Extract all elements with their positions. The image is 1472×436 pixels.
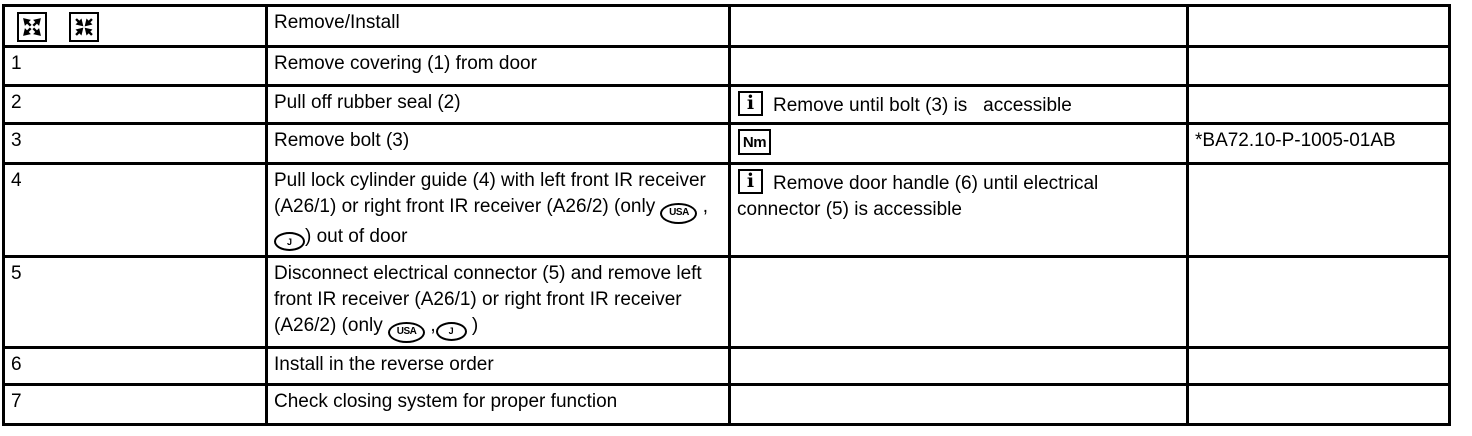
info-icon: i xyxy=(738,169,763,194)
header-icons-cell xyxy=(2,4,268,48)
table-row: 4 Pull lock cylinder guide (4) with left… xyxy=(2,162,1451,258)
table-row: 5 Disconnect electrical connector (5) an… xyxy=(2,255,1451,349)
task-text: Disconnect electrical connector (5) and … xyxy=(274,263,702,336)
info-icon-glyph: i xyxy=(746,170,755,192)
table-row: 7 Check closing system for proper functi… xyxy=(2,382,1451,426)
ba-reference-code: *BA72.10-P-1005-01AB xyxy=(1195,130,1396,151)
step-task: Remove covering (1) from door xyxy=(274,53,537,74)
step-number: 4 xyxy=(11,170,22,191)
expand-arrows-icon[interactable] xyxy=(17,12,47,42)
step-task: Pull off rubber seal (2) xyxy=(274,92,461,113)
collapse-arrows-icon[interactable] xyxy=(69,12,99,42)
step-number-cell: 4 xyxy=(2,162,268,258)
step-ref-cell xyxy=(1186,162,1451,258)
table-row: 1 Remove covering (1) from door xyxy=(2,45,1451,87)
task-text: ) out of door xyxy=(305,225,408,247)
info-icon: i xyxy=(738,91,763,116)
step-task-cell: Pull lock cylinder guide (4) with left f… xyxy=(265,162,731,258)
step-number: 5 xyxy=(11,263,22,284)
info-icon-glyph: i xyxy=(746,92,755,114)
step-note-cell xyxy=(728,255,1189,349)
table-row-header: Remove/Install xyxy=(2,4,1451,48)
step-ref-cell xyxy=(1186,345,1451,386)
step-number: 3 xyxy=(11,130,22,151)
table-title: Remove/Install xyxy=(274,12,400,33)
step-number: 2 xyxy=(11,92,22,113)
table-row: 3 Remove bolt (3) Nm *BA72.10-P-1005-01A… xyxy=(2,122,1451,165)
table-row: 6 Install in the reverse order xyxy=(2,345,1451,386)
step-note: Remove until bolt (3) is accessible xyxy=(773,95,1072,116)
step-number-cell: 2 xyxy=(2,84,268,125)
table-title-cell: Remove/Install xyxy=(265,4,731,48)
japan-country-badge: J xyxy=(274,232,305,251)
step-task: Disconnect electrical connector (5) and … xyxy=(274,263,702,343)
step-ref-cell xyxy=(1186,255,1451,349)
table-row: 2 Pull off rubber seal (2) i Remove until… xyxy=(2,84,1451,125)
procedure-table: Remove/Install 1 Remove covering (1) fro… xyxy=(2,4,1451,426)
usa-badge-label: USA xyxy=(669,207,689,218)
step-ref-cell xyxy=(1186,382,1451,426)
step-task: Install in the reverse order xyxy=(274,353,494,375)
step-task: Check closing system for proper function xyxy=(274,390,618,412)
nm-icon-label: Nm xyxy=(742,133,767,151)
usa-country-badge: USA xyxy=(388,321,426,343)
step-number-cell: 6 xyxy=(2,345,268,386)
step-task: Pull lock cylinder guide (4) with left f… xyxy=(274,170,714,251)
usa-badge-label: USA xyxy=(396,326,417,337)
step-ref-cell xyxy=(1186,84,1451,125)
task-text: ) xyxy=(466,315,479,336)
step-note-cell: i Remove until bolt (3) is accessible xyxy=(728,84,1189,125)
step-task-cell: Remove covering (1) from door xyxy=(265,45,731,87)
step-task-cell: Check closing system for proper function xyxy=(265,382,731,426)
step-number-cell: 5 xyxy=(2,255,268,349)
usa-country-badge: USA xyxy=(660,202,698,224)
step-task: Remove bolt (3) xyxy=(274,130,410,151)
japan-badge-label: J xyxy=(286,236,292,247)
step-task-cell: Remove bolt (3) xyxy=(265,122,731,165)
step-ref-cell xyxy=(1186,45,1451,87)
step-task-cell: Install in the reverse order xyxy=(265,345,731,386)
step-note-cell xyxy=(728,382,1189,426)
nm-torque-icon[interactable]: Nm xyxy=(738,129,771,155)
step-number: 7 xyxy=(11,390,22,412)
step-task-cell: Pull off rubber seal (2) xyxy=(265,84,731,125)
step-number: 6 xyxy=(11,353,22,375)
step-ref-cell: *BA72.10-P-1005-01AB xyxy=(1186,122,1451,165)
step-task-cell: Disconnect electrical connector (5) and … xyxy=(265,255,731,349)
step-number: 1 xyxy=(11,53,22,74)
step-number-cell: 3 xyxy=(2,122,268,165)
japan-badge-label: J xyxy=(448,326,454,336)
japan-country-badge: J xyxy=(435,321,467,341)
step-number-cell: 1 xyxy=(2,45,268,87)
step-note-cell xyxy=(728,45,1189,87)
header-ref-cell xyxy=(1186,4,1451,48)
task-text: , xyxy=(425,315,436,336)
header-note-cell xyxy=(728,4,1189,48)
step-note-cell: Nm xyxy=(728,122,1189,165)
step-number-cell: 7 xyxy=(2,382,268,426)
step-note-cell xyxy=(728,345,1189,386)
task-text: Pull lock cylinder guide (4) with left f… xyxy=(274,170,706,217)
task-text: , xyxy=(697,196,714,217)
step-note: Remove door handle (6) until electrical … xyxy=(737,173,1104,220)
